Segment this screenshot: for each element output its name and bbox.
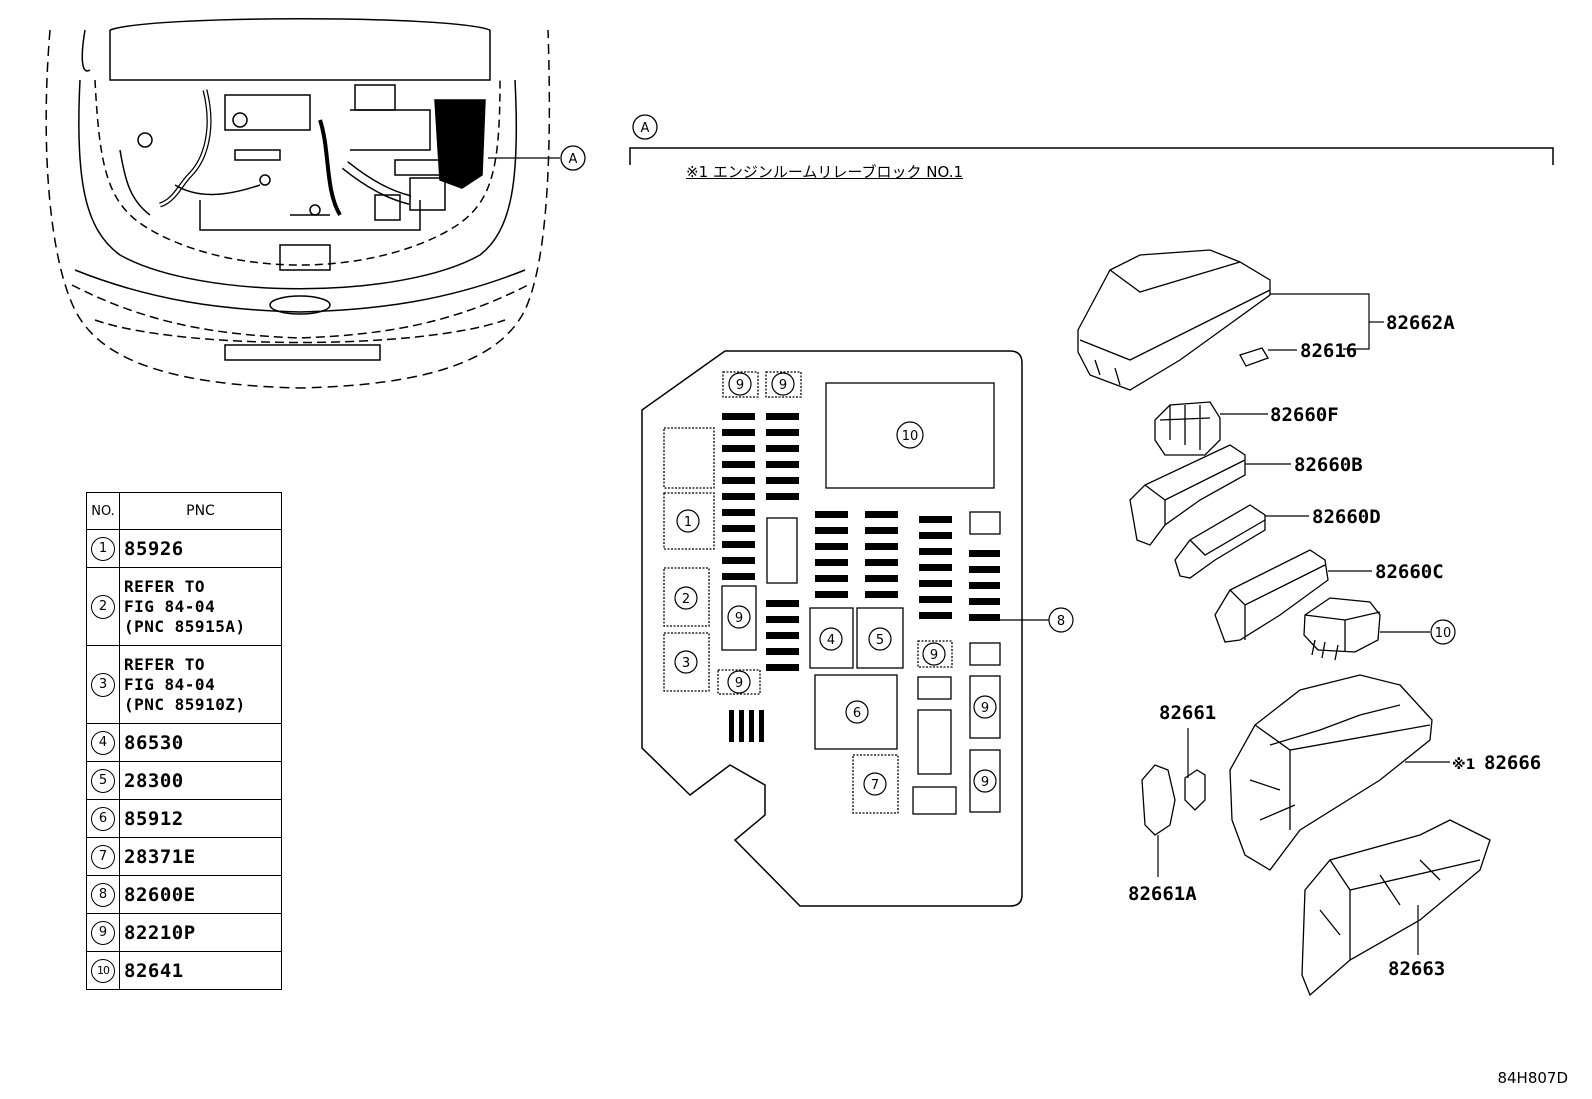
svg-text:A: A [569, 152, 578, 167]
row-number: 2 [91, 594, 115, 619]
row-number: 9 [91, 920, 115, 945]
table-row: 10 82641 [86, 951, 282, 990]
svg-text:8: 8 [1057, 614, 1065, 629]
label-82660C: 82660C [1375, 561, 1444, 583]
part-labels: 82662A 82616 82660F 82660B 82660D 82660C… [1128, 312, 1541, 980]
callout-a-car: A [560, 145, 586, 171]
svg-text:9: 9 [981, 775, 989, 790]
row-pnc: 28300 [119, 761, 282, 800]
row-pnc: REFER TO FIG 84-04 (PNC 85915A) [119, 567, 282, 646]
table-row: 9 82210P [86, 913, 282, 952]
table-row: 5 28300 [86, 761, 282, 800]
exploded-parts [1077, 249, 1491, 997]
row-number: 4 [91, 730, 115, 755]
label-82661A: 82661A [1128, 883, 1197, 905]
row-number: 3 [91, 672, 115, 697]
row-pnc: 82641 [119, 951, 282, 990]
car-front-view [45, 18, 560, 389]
svg-text:A: A [641, 121, 650, 136]
row-pnc: REFER TO FIG 84-04 (PNC 85910Z) [119, 645, 282, 724]
svg-text:7: 7 [871, 778, 879, 793]
relay-block-note: ※1 エンジンルームリレーブロック NO.1 [686, 163, 964, 181]
fuse-stack-mid [815, 511, 898, 598]
svg-text:9: 9 [736, 378, 744, 393]
svg-text:2: 2 [682, 592, 690, 607]
relay-block-number-labels [674, 372, 1074, 796]
label-82666: 82666 [1484, 752, 1541, 774]
label-82661: 82661 [1159, 702, 1216, 724]
row-pnc: 28371E [119, 837, 282, 876]
row-pnc: 85926 [119, 529, 282, 568]
svg-text:9: 9 [735, 676, 743, 691]
label-82660F: 82660F [1270, 404, 1339, 426]
row-pnc: 85912 [119, 799, 282, 838]
row-number: 8 [91, 882, 115, 907]
row-number: 7 [91, 844, 115, 869]
relay-block-number-text: 9 9 10 1 2 3 9 9 4 5 6 7 9 9 9 8 [682, 378, 1065, 793]
cover-82662A [1077, 249, 1271, 391]
svg-text:9: 9 [735, 611, 743, 626]
relay-block-components [663, 371, 1001, 815]
part-82660B [1129, 444, 1246, 546]
row-number: 1 [91, 536, 115, 561]
row-pnc: 86530 [119, 723, 282, 762]
part-82666 [1229, 674, 1433, 871]
relay-block-outline [641, 350, 1023, 907]
pnc-table: NO. PNC 1 85926 2 REFER TO FIG 84-04 (PN… [86, 492, 282, 990]
table-row: 7 28371E [86, 837, 282, 876]
fuse-stacks [722, 413, 1000, 742]
row-number: 5 [91, 768, 115, 793]
svg-text:9: 9 [981, 701, 989, 716]
table-row: 3 REFER TO FIG 84-04 (PNC 85910Z) [86, 645, 282, 724]
part-82660C [1214, 549, 1329, 643]
table-row: 2 REFER TO FIG 84-04 (PNC 85915A) [86, 567, 282, 646]
svg-text:5: 5 [876, 633, 884, 648]
table-row: 8 82600E [86, 875, 282, 914]
column-header-pnc: PNC [119, 492, 282, 530]
svg-text:3: 3 [682, 656, 690, 671]
part-82661A [1141, 764, 1176, 836]
part-leader-lines [1157, 293, 1450, 955]
table-row: 6 85912 [86, 799, 282, 838]
svg-text:4: 4 [827, 633, 835, 648]
part-82660F [1154, 401, 1221, 456]
label-82666-mark: ※1 [1452, 757, 1475, 773]
section-a-header: A [629, 114, 1554, 165]
part-10-callout: 10 [1430, 619, 1456, 645]
fuse-stack-left [722, 413, 755, 580]
label-82616: 82616 [1300, 340, 1357, 362]
svg-text:9: 9 [930, 648, 938, 663]
part-82616 [1239, 347, 1269, 367]
table-header-row: NO. PNC [86, 492, 282, 530]
label-82660D: 82660D [1312, 506, 1381, 528]
svg-text:10: 10 [1435, 626, 1452, 641]
svg-text:10: 10 [902, 429, 919, 444]
table-row: 4 86530 [86, 723, 282, 762]
svg-text:9: 9 [779, 378, 787, 393]
label-82660B: 82660B [1294, 454, 1363, 476]
row-number: 6 [91, 806, 115, 831]
svg-text:1: 1 [684, 515, 692, 530]
fuse-stack-right [919, 516, 1000, 621]
table-row: 1 85926 [86, 529, 282, 568]
row-number: 10 [91, 958, 115, 983]
part-10-relay [1303, 597, 1381, 661]
svg-text:6: 6 [853, 706, 861, 721]
part-82660D [1174, 504, 1266, 579]
document-id: 84H807D [1497, 1069, 1568, 1087]
part-82661 [1184, 769, 1206, 811]
part-82663 [1301, 819, 1491, 997]
fuse-stack-vertical [729, 710, 764, 742]
label-82663: 82663 [1388, 958, 1445, 980]
row-pnc: 82600E [119, 875, 282, 914]
row-pnc: 82210P [119, 913, 282, 952]
label-82662A: 82662A [1386, 312, 1455, 334]
fuse-stack-left2 [766, 413, 799, 671]
column-header-no: NO. [86, 492, 120, 530]
